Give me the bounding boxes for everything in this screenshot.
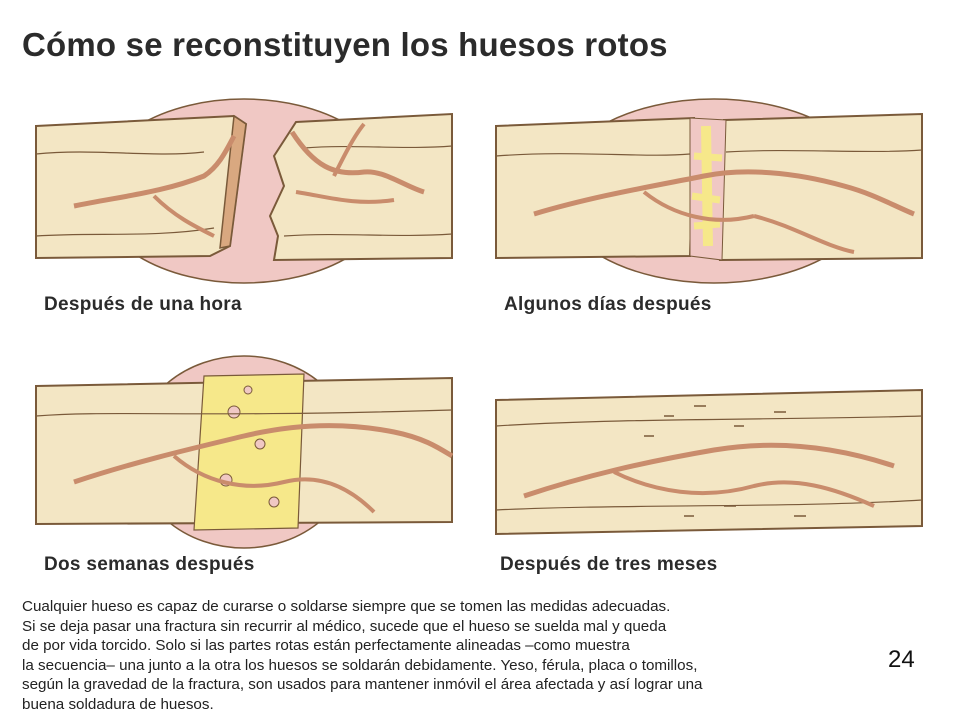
paragraph-line: según la gravedad de la fractura, son us… xyxy=(22,676,703,693)
paragraph-line: la secuencia– una junto a la otra los hu… xyxy=(22,656,698,674)
fracture-some-days-illustration xyxy=(495,98,923,284)
fracture-one-hour-illustration xyxy=(35,98,453,284)
paragraph-line: buena soldadura de huesos. xyxy=(22,695,214,713)
paragraph-line: Si se deja pasar una fractura sin recurr… xyxy=(22,617,667,635)
body-paragraph: Cualquier hueso es capaz de curarse o so… xyxy=(22,597,902,714)
caption-two-weeks: Dos semanas después xyxy=(44,554,255,575)
page-title: Cómo se reconstituyen los huesos rotos xyxy=(22,26,668,63)
panel-one-hour xyxy=(34,96,454,286)
fracture-two-weeks-illustration xyxy=(35,355,454,549)
page-number: 24 xyxy=(888,646,915,673)
caption-three-months: Después de tres meses xyxy=(500,554,718,575)
paragraph-line: de por vida torcido. Solo si las partes … xyxy=(22,637,630,654)
caption-some-days: Algunos días después xyxy=(504,294,712,315)
panel-three-months xyxy=(494,376,924,546)
paragraph-line: Cualquier hueso es capaz de curarse o so… xyxy=(22,598,671,615)
caption-one-hour: Después de una hora xyxy=(44,294,242,315)
panel-some-days xyxy=(494,96,924,286)
panel-two-weeks xyxy=(34,352,454,552)
fracture-three-months-illustration xyxy=(495,388,923,536)
